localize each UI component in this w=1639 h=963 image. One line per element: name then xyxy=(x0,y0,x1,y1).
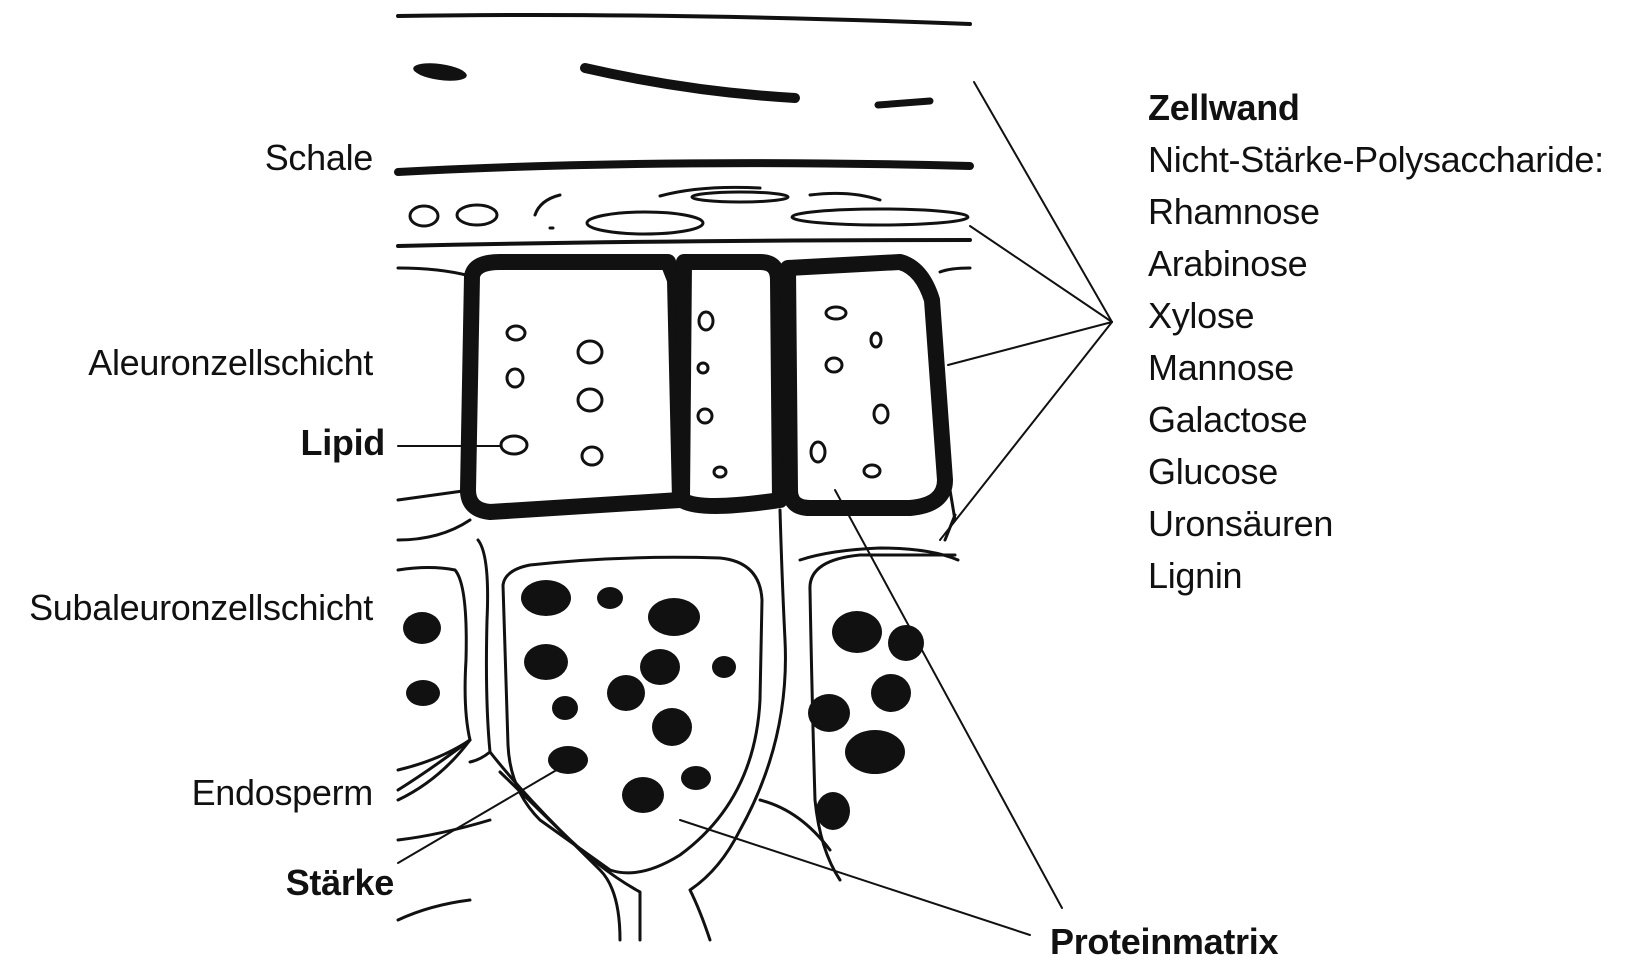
aleurone-layer xyxy=(398,262,970,540)
cell-wall-subtitle: Nicht-Stärke-Polysaccharide: xyxy=(1148,134,1604,186)
label-aleuronzellschicht: Aleuronzellschicht xyxy=(88,343,373,383)
cell-wall-title: Zellwand xyxy=(1148,82,1604,134)
component-item: Xylose xyxy=(1148,290,1604,342)
label-endosperm: Endosperm xyxy=(192,773,373,813)
endosperm-layer xyxy=(398,510,958,940)
component-item: Arabinose xyxy=(1148,238,1604,290)
lipid-droplets xyxy=(501,307,888,477)
label-lipid: Lipid xyxy=(301,423,385,463)
component-item: Lignin xyxy=(1148,550,1604,602)
label-schale: Schale xyxy=(265,138,373,178)
cell-wall-composition: Zellwand Nicht-Stärke-Polysaccharide: Rh… xyxy=(1148,82,1604,602)
label-subaleuronzellschicht: Subaleuronzellschicht xyxy=(29,588,373,628)
component-item: Galactose xyxy=(1148,394,1604,446)
starch-granules xyxy=(403,580,924,830)
label-staerke: Stärke xyxy=(286,863,394,903)
label-proteinmatrix: Proteinmatrix xyxy=(1050,922,1278,962)
husk-layer xyxy=(398,15,970,246)
component-item: Glucose xyxy=(1148,446,1604,498)
component-item: Uronsäuren xyxy=(1148,498,1604,550)
component-item: Rhamnose xyxy=(1148,186,1604,238)
component-item: Mannose xyxy=(1148,342,1604,394)
